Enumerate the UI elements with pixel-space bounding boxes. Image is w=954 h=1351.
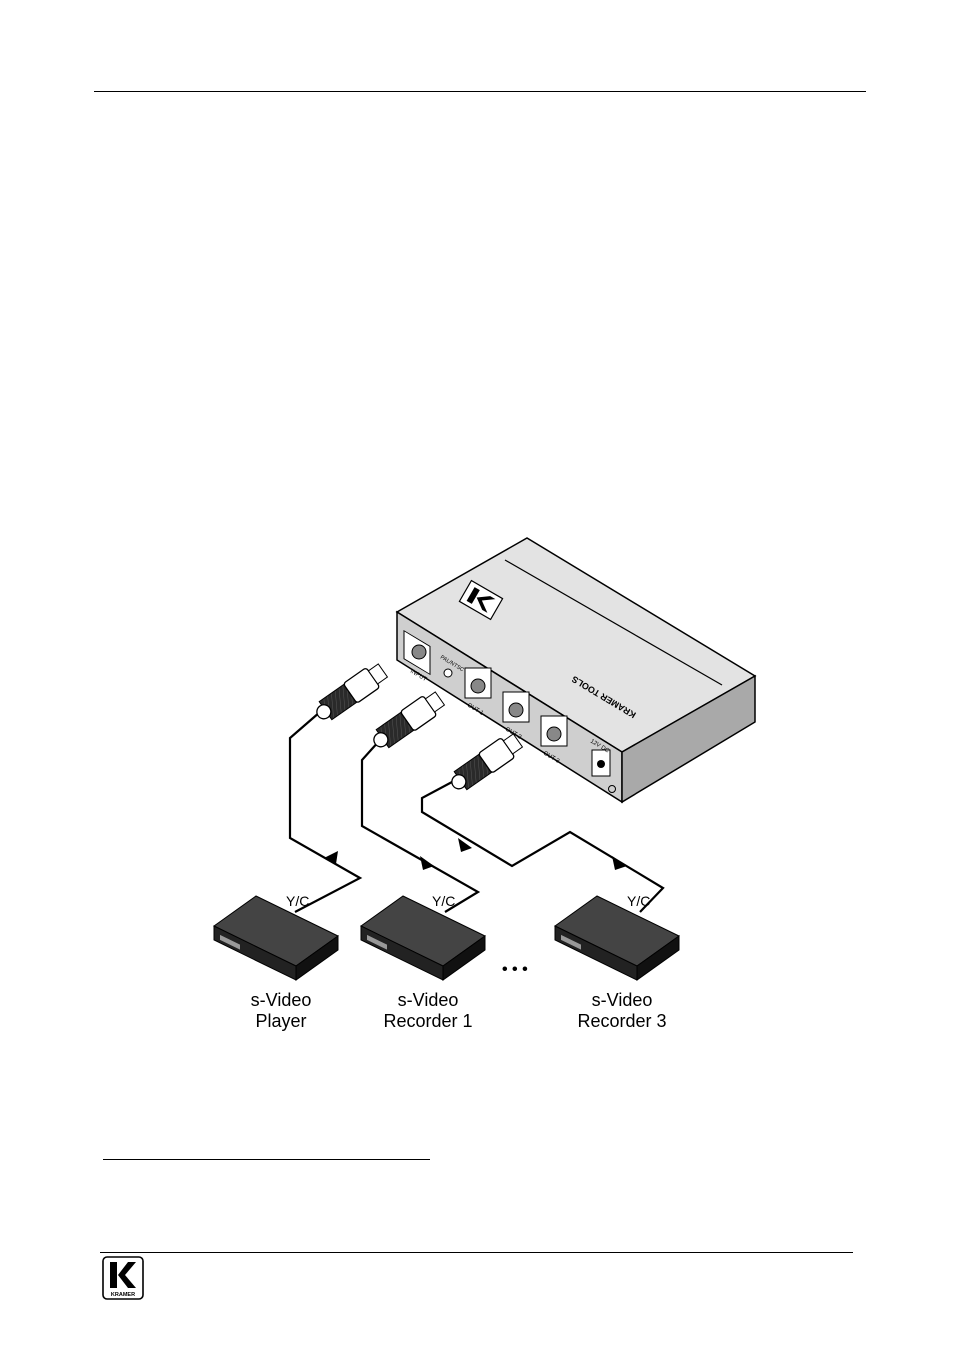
signal-label-player: Y/C xyxy=(286,893,309,909)
caption-recorder1-line1: s-Video xyxy=(398,990,459,1010)
arrow-down-icon xyxy=(612,856,627,870)
caption-player-line1: s-Video xyxy=(251,990,312,1010)
footer-rule xyxy=(100,1252,853,1253)
signal-label-recorder3: Y/C xyxy=(627,893,650,909)
caption-recorder3-line2: Recorder 3 xyxy=(577,1011,666,1031)
footnote-rule xyxy=(103,1159,430,1160)
plug-input xyxy=(311,661,389,726)
cable-out1 xyxy=(362,740,478,912)
caption-recorder3-line1: s-Video xyxy=(592,990,653,1010)
caption-recorder1-line2: Recorder 1 xyxy=(383,1011,472,1031)
distributor-unit: KRAMER TOOLS INPUT PAL/NTSC OUT 1 OUT 2 … xyxy=(397,538,755,802)
vcr-player-icon xyxy=(214,896,338,980)
vcr-recorder1-icon xyxy=(361,896,485,980)
caption-player-line2: Player xyxy=(255,1011,306,1031)
arrow-down-icon xyxy=(420,856,434,870)
logo-text: KRAMER xyxy=(111,1292,135,1298)
cable-input xyxy=(290,712,360,912)
kramer-logo-icon: KRAMER xyxy=(102,1256,144,1300)
signal-arrows xyxy=(324,838,627,870)
ellipsis-dots: • • • xyxy=(502,961,528,978)
vcr-recorder3-icon xyxy=(555,896,679,980)
plug-out1 xyxy=(368,689,446,754)
signal-label-recorder1: Y/C xyxy=(432,893,455,909)
plug-out3 xyxy=(446,731,524,796)
